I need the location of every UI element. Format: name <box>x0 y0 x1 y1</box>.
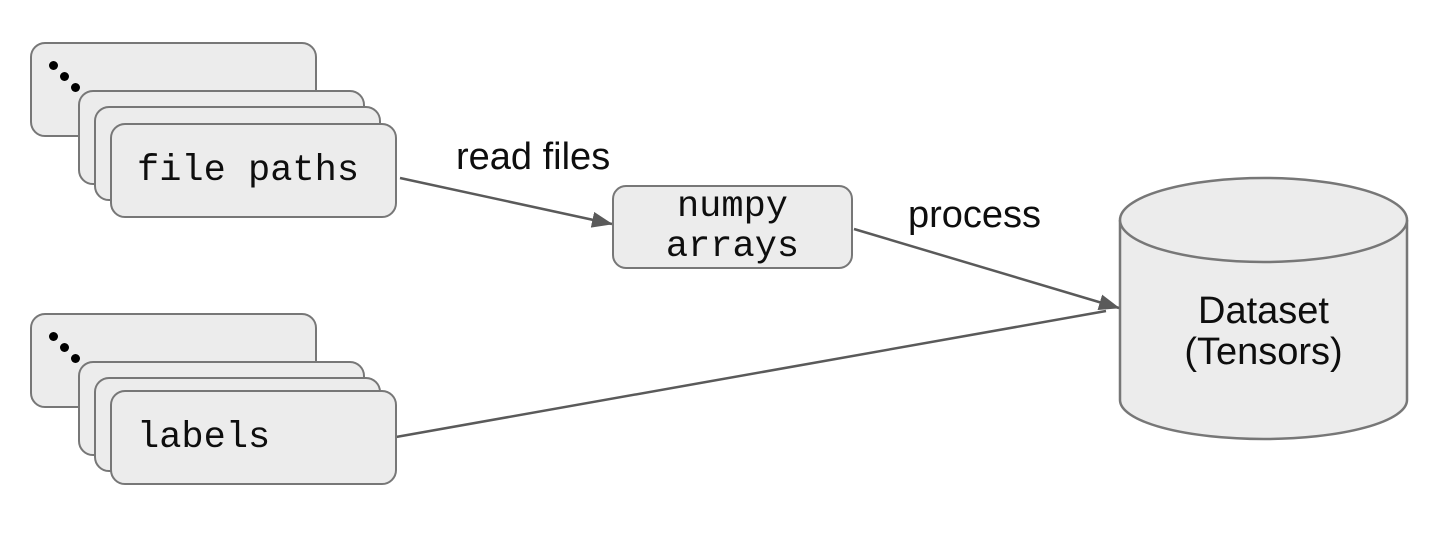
dot <box>49 332 58 341</box>
read-files-edge-label: read files <box>456 136 611 178</box>
process-edge-label: process <box>908 194 1042 236</box>
arrow-process <box>853 227 1120 310</box>
labels-label: labels <box>137 416 271 459</box>
dot <box>71 83 80 92</box>
file-paths-card: file paths <box>110 123 397 218</box>
dataset-cylinder <box>1118 176 1409 441</box>
dot <box>60 343 69 352</box>
dot <box>71 354 80 363</box>
file-paths-label: file paths <box>137 149 360 192</box>
dot <box>49 61 58 70</box>
numpy-arrays-label: numpy arrays <box>665 186 800 268</box>
labels-card: labels <box>110 390 397 485</box>
diagonal-ellipsis-icon <box>32 44 92 104</box>
arrow-labels-to-dataset <box>395 309 1107 439</box>
dot <box>60 72 69 81</box>
cylinder-body <box>1118 220 1409 441</box>
cylinder-top <box>1118 176 1409 264</box>
arrow-read-files <box>399 176 613 228</box>
dataset-label: Dataset (Tensors) <box>1184 290 1343 373</box>
diagonal-ellipsis-icon <box>32 315 92 375</box>
numpy-arrays-node: numpy arrays <box>612 185 853 269</box>
